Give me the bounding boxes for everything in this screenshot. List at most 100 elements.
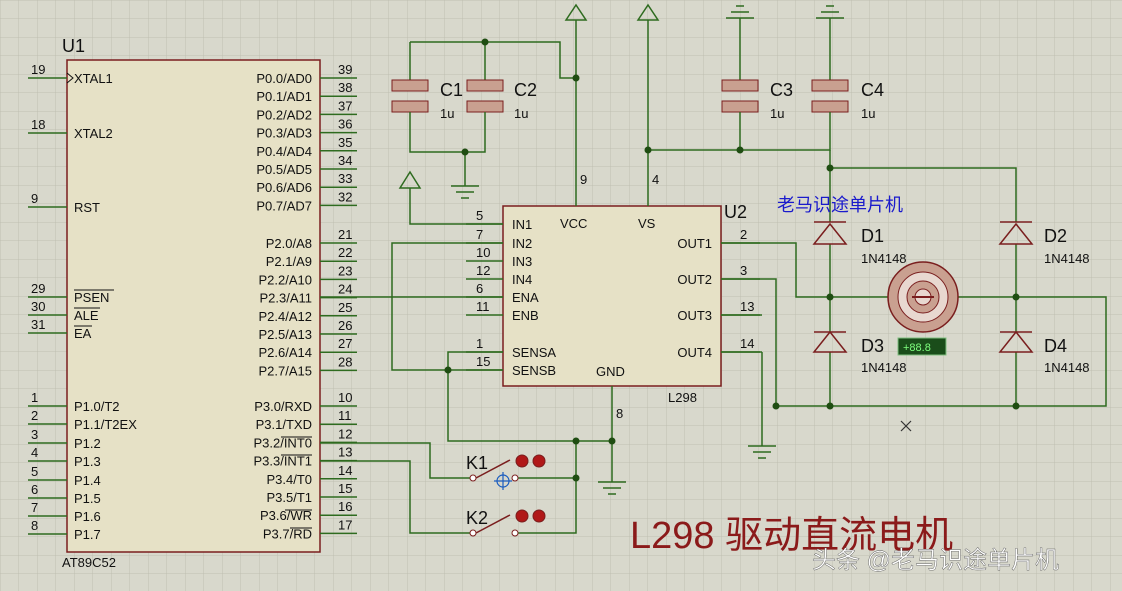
- u2-pin-num: 13: [740, 299, 754, 314]
- blue-author-label: 老马识途单片机: [777, 195, 903, 215]
- c3-value: 1u: [770, 106, 784, 121]
- u1-pin-name: P2.3/A11: [259, 291, 312, 306]
- u1-pin-name: P3.1/TXD: [256, 417, 312, 432]
- u1-pin-num: 12: [338, 426, 352, 441]
- u1-pin-name: P2.2/A10: [259, 272, 313, 287]
- u1-pin-name: P0.7/AD7: [256, 198, 312, 213]
- u1-pin-name: P1.2: [74, 436, 101, 451]
- switch-k1[interactable]: K1: [466, 453, 546, 490]
- u1-pin-name: P2.5/A13: [259, 327, 313, 342]
- u2-pin-name-vcc: VCC: [560, 216, 587, 231]
- u1-pin-name: P2.6/A14: [259, 345, 313, 360]
- c4-value: 1u: [861, 106, 875, 121]
- u1-pin-num: 32: [338, 189, 352, 204]
- diode-d1[interactable]: D1 1N4148: [812, 221, 907, 266]
- c1-value: 1u: [440, 106, 454, 121]
- u1-pin-name: P1.0/T2: [74, 399, 120, 414]
- ground-icon: [748, 445, 776, 459]
- k2-button-icon[interactable]: [515, 509, 529, 523]
- u1-pin-num: 17: [338, 517, 352, 532]
- d3-part: 1N4148: [861, 360, 907, 375]
- u1-pin-num: 21: [338, 227, 352, 242]
- u1-pin-name: P0.1/AD1: [256, 89, 312, 104]
- u1-pin-num: 8: [31, 518, 38, 533]
- u1-pin-num: 39: [338, 62, 352, 77]
- diode-d3[interactable]: D3 1N4148: [812, 330, 907, 375]
- switch-k2[interactable]: K2: [466, 508, 546, 537]
- capacitor-c4[interactable]: C4 1u: [811, 79, 884, 121]
- u1-pin-name: P1.6: [74, 509, 101, 524]
- u1-pin-name: ALE: [74, 308, 99, 323]
- u1-right-pins: 39P0.0/AD038P0.1/AD137P0.2/AD236P0.3/AD3…: [253, 62, 357, 541]
- c1-ref: C1: [440, 80, 463, 100]
- u2-pin-name: SENSA: [512, 345, 556, 360]
- u1-pin-num: 33: [338, 171, 352, 186]
- u1-pin-num: 19: [31, 62, 45, 77]
- vcc-arrow-icon: [564, 3, 588, 21]
- switches: K1 K2: [466, 453, 546, 537]
- u1-pin-num: 1: [31, 390, 38, 405]
- u1-pin-num: 22: [338, 245, 352, 260]
- u1-pin-num: 6: [31, 482, 38, 497]
- wires: [320, 18, 1107, 534]
- u1-pin-num: 16: [338, 499, 352, 514]
- u1-pin-name: P0.4/AD4: [256, 144, 312, 159]
- u2-pin-num: 14: [740, 336, 754, 351]
- u1-body: [66, 59, 321, 553]
- u1-pin-name: P3.5/T1: [266, 490, 312, 505]
- u2-pin-num: 7: [476, 227, 483, 242]
- k1-button-icon[interactable]: [515, 454, 529, 468]
- capacitor-c2[interactable]: C2 1u: [466, 79, 537, 121]
- u1-pin-name: P2.1/A9: [266, 254, 312, 269]
- u2-l298-driver[interactable]: U2 L298 5IN17IN210IN312IN46ENA11ENB1SENS…: [466, 150, 760, 441]
- u2-pin-name: OUT2: [677, 272, 712, 287]
- k1-button-icon[interactable]: [532, 454, 546, 468]
- d4-ref: D4: [1044, 336, 1067, 356]
- u1-pin-num: 26: [338, 318, 352, 333]
- u1-pin-num: 4: [31, 445, 38, 460]
- u1-pin-num: 18: [31, 117, 45, 132]
- u1-pin-num: 11: [338, 408, 352, 423]
- u1-pin-num: 14: [338, 463, 352, 478]
- u2-pin-num: 15: [476, 354, 490, 369]
- u1-pin-num: 10: [338, 390, 352, 405]
- junction-dots: [444, 38, 1020, 482]
- k2-button-icon[interactable]: [532, 509, 546, 523]
- u1-pin-name: P3.0/RXD: [254, 399, 312, 414]
- watermark: 头条 @老马识途单片机: [812, 547, 1059, 574]
- u1-pin-num: 25: [338, 300, 352, 315]
- u1-pin-num: 28: [338, 354, 352, 369]
- motor-readout: [897, 337, 947, 356]
- u1-pin-name: RST: [74, 200, 100, 215]
- u1-pin-num: 24: [338, 282, 352, 297]
- u1-pin-name: P3.6/WR: [260, 508, 312, 523]
- u1-pin-num: 35: [338, 135, 352, 150]
- u2-pin-num-vs: 4: [652, 172, 659, 187]
- dc-motor[interactable]: +88.8: [887, 261, 959, 356]
- u1-pin-name: PSEN: [74, 290, 109, 305]
- u1-pin-name: P1.1/T2EX: [74, 417, 137, 432]
- u1-pin-name: P3.2/INT0: [253, 435, 312, 450]
- d4-part: 1N4148: [1044, 360, 1090, 375]
- u1-pin-name: P3.7/RD: [263, 526, 312, 541]
- ground-icon: [451, 185, 479, 199]
- diode-d4[interactable]: D4 1N4148: [998, 330, 1090, 375]
- u1-pin-num: 9: [31, 191, 38, 206]
- capacitors: C1 1u C2 1u C3 1u C4 1u: [391, 79, 884, 121]
- u1-left-pins: 19XTAL118XTAL29RST29PSEN30ALE31EA1P1.0/T…: [28, 62, 137, 542]
- u1-pin-name: P2.7/A15: [259, 363, 313, 378]
- capacitor-c1[interactable]: C1 1u: [391, 79, 463, 121]
- u2-pin-name: IN3: [512, 254, 532, 269]
- k2-ref: K2: [466, 508, 488, 528]
- capacitor-c3[interactable]: C3 1u: [721, 79, 793, 121]
- u2-part: L298: [668, 390, 697, 405]
- u2-pin-num: 5: [476, 208, 483, 223]
- u1-pin-name: P2.0/A8: [266, 236, 312, 251]
- diode-d2[interactable]: D2 1N4148: [998, 221, 1090, 266]
- u2-pin-num-vcc: 9: [580, 172, 587, 187]
- u1-pin-num: 29: [31, 281, 45, 296]
- u2-pin-name: IN2: [512, 236, 532, 251]
- u1-microcontroller[interactable]: U1 AT89C52 19XTAL118XTAL29RST29PSEN30ALE…: [28, 36, 357, 570]
